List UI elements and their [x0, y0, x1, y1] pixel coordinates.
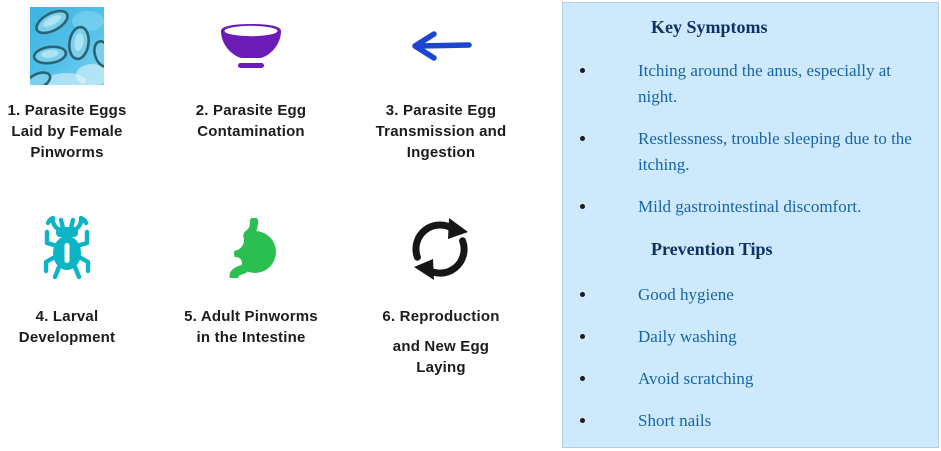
bullet-dot: [580, 204, 585, 209]
step-5-caption: 5. Adult Pinworms in the Intestine: [184, 306, 318, 348]
key-symptoms-heading: Key Symptoms: [651, 17, 768, 37]
symptom-item: Restlessness, trouble sleeping due to th…: [563, 126, 938, 178]
caption-line: Pinworms: [30, 144, 104, 161]
step-6-caption: 6. Reproduction and New Egg Laying: [382, 306, 499, 378]
step-1-parasite-eggs: 1. Parasite Eggs Laid by Female Pinworms: [0, 0, 134, 163]
symptoms-list: Itching around the anus, especially at n…: [563, 58, 938, 220]
caption-line: 1. Parasite Eggs: [7, 102, 127, 119]
step-6-reproduction: 6. Reproduction and New Egg Laying: [355, 198, 527, 378]
tips-list: Good hygiene Daily washing Avoid scratch…: [563, 282, 938, 434]
caption-line: Laying: [416, 359, 466, 376]
caption-line: 2. Parasite Egg: [195, 102, 307, 119]
tip-text: Short nails: [638, 411, 712, 430]
symptom-text: Mild gastrointestinal discomfort.: [638, 197, 862, 216]
cycle-arrows-icon: [412, 218, 468, 280]
step-3-icon-area: [407, 0, 475, 92]
caption-line: Laid by Female: [11, 123, 123, 140]
caption-line: 3. Parasite Egg: [385, 102, 497, 119]
caption-line: and New Egg: [392, 338, 490, 355]
bowl-icon: [221, 24, 281, 68]
tip-text: Good hygiene: [638, 285, 734, 304]
tip-item: Good hygiene: [563, 282, 938, 308]
stomach-icon: [222, 218, 276, 278]
step-5-icon-area: [220, 198, 282, 298]
parasite-eggs-micrograph: [30, 7, 104, 85]
caption-line: Development: [18, 329, 116, 346]
step-1-caption: 1. Parasite Eggs Laid by Female Pinworms: [7, 100, 126, 163]
step-3-egg-transmission: 3. Parasite Egg Transmission and Ingesti…: [352, 0, 530, 163]
step-4-caption: 4. Larval Development: [19, 306, 115, 348]
left-arrow-icon: [412, 31, 472, 61]
step-6-icon-area: [412, 198, 470, 298]
step-3-caption: 3. Parasite Egg Transmission and Ingesti…: [376, 100, 507, 163]
bug-icon: [43, 216, 91, 280]
prevention-tips-heading: Prevention Tips: [651, 239, 773, 259]
bullet-dot: [580, 136, 585, 141]
caption-line: Contamination: [197, 123, 305, 140]
step-5-adult-pinworms: 5. Adult Pinworms in the Intestine: [168, 198, 334, 348]
tip-text: Avoid scratching: [638, 369, 754, 388]
symptom-text: Restlessness, trouble sleeping due to th…: [638, 129, 912, 174]
info-panel: Key Symptoms Itching around the anus, es…: [562, 2, 939, 448]
bullet-dot: [580, 376, 585, 381]
caption-line: Ingestion: [406, 144, 476, 161]
tip-item: Daily washing: [563, 324, 938, 350]
tip-text: Daily washing: [638, 327, 737, 346]
step-2-icon-area: [218, 0, 284, 92]
bullet-dot: [580, 334, 585, 339]
bullet-dot: [580, 292, 585, 297]
caption-line: 5. Adult Pinworms: [184, 308, 318, 325]
bullet-dot: [580, 68, 585, 73]
step-2-egg-contamination: 2. Parasite Egg Contamination: [170, 0, 332, 142]
step-4-larval-development: 4. Larval Development: [0, 198, 134, 348]
tip-item: Short nails: [563, 408, 938, 434]
caption-line: 6. Reproduction: [382, 308, 500, 325]
caption-line: Transmission and: [375, 123, 507, 140]
symptom-item: Mild gastrointestinal discomfort.: [563, 194, 938, 220]
bullet-dot: [580, 418, 585, 423]
step-1-icon-area: [30, 0, 104, 92]
caption-line: 4. Larval: [35, 308, 99, 325]
caption-line: in the Intestine: [196, 329, 306, 346]
tip-item: Avoid scratching: [563, 366, 938, 392]
step-2-caption: 2. Parasite Egg Contamination: [196, 100, 307, 142]
symptom-text: Itching around the anus, especially at n…: [638, 61, 892, 106]
symptom-item: Itching around the anus, especially at n…: [563, 58, 938, 110]
step-4-icon-area: [42, 198, 92, 298]
